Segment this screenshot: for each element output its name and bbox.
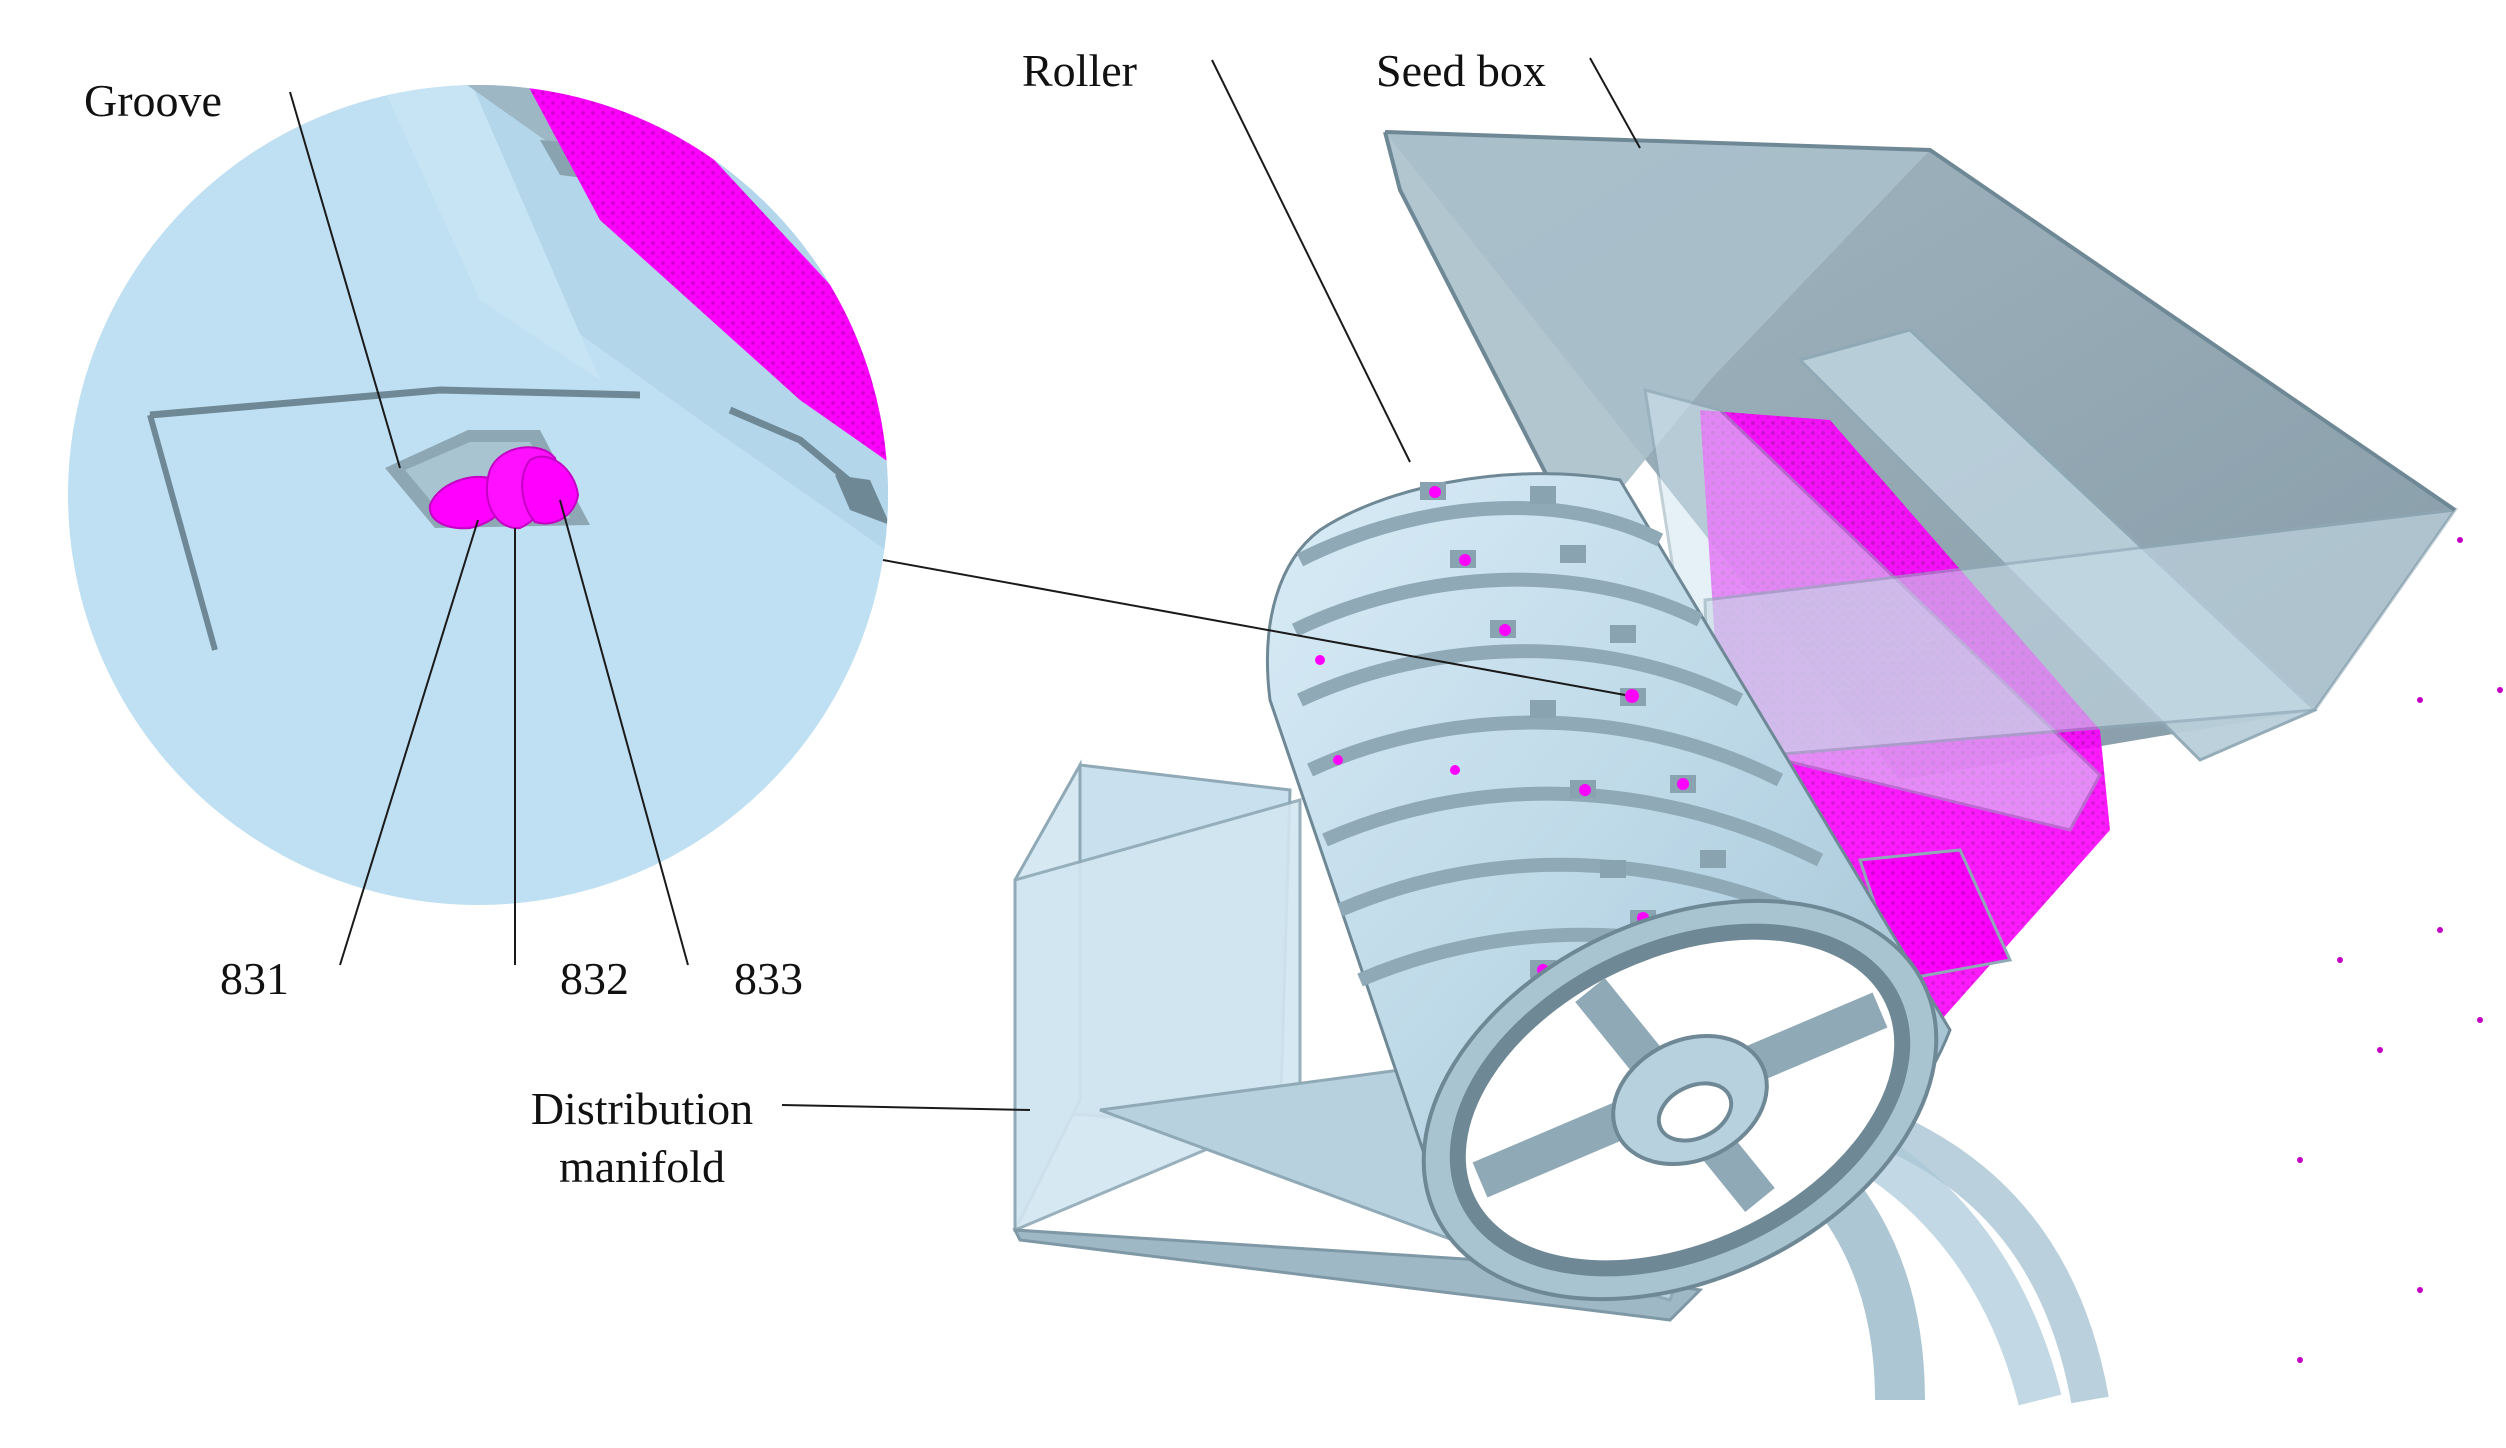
roller-groove [1600,860,1626,878]
label-seed-box: Seed box [1376,45,1546,96]
leader-lines [289,57,1641,1111]
label-roller: Roller [1022,45,1137,96]
label-seed-831: 831 [220,953,289,1004]
groove-seed [1429,486,1441,498]
groove-seed [1499,624,1511,636]
groove-seed [1677,778,1689,790]
stray-seed [2497,687,2503,693]
groove-seed [1450,765,1460,775]
inset-seed-strip [525,85,888,470]
inset-edge-line [728,406,863,493]
inset-edge-line [147,414,218,651]
stray-seed [2417,697,2423,703]
stray-seed [2337,957,2343,963]
stray-seed [2377,1047,2383,1053]
groove-seed [1333,755,1343,765]
seed-box-leader-line [1589,57,1641,149]
stray-seed [2437,927,2443,933]
inset-wall-facet [380,85,600,380]
roller-ring [1296,501,1664,567]
groove-leader-line [289,91,401,469]
roller-groove [1700,850,1726,868]
groove-seed [1459,554,1471,566]
inset-edge-line [149,386,641,419]
groove-seed [1315,655,1325,665]
groove-seed [1625,689,1639,703]
seed-box-edge [1384,130,2457,512]
groove-seed [1579,784,1591,796]
roller-groove [1610,625,1636,643]
scattered-seeds [2297,537,2503,1363]
manifold-floor [1012,1228,1704,1322]
stray-seed [2417,1287,2423,1293]
roller-groove [1530,700,1556,718]
roller-leader-line [1211,59,1411,463]
roller-hub-bore [1656,1081,1734,1143]
inset-small-groove [835,475,888,525]
roller-ring [1322,786,1824,867]
roller-ring [1297,644,1744,707]
roller-groove [1530,486,1556,504]
roller [1266,472,1952,1302]
seed-831-leader-line [339,519,479,966]
roller-ring [1307,715,1784,787]
label-seed-832: 832 [560,953,629,1004]
label-distribution-manifold: Distribution manifold [506,1080,778,1195]
label-distribution-manifold-line2: manifold [558,1140,726,1192]
stray-seed [2297,1157,2303,1163]
manifold-leader-line [781,1104,1031,1111]
stray-seed [2457,537,2463,543]
seed-833-leader-line [559,499,689,966]
label-distribution-manifold-line1: Distribution [530,1083,754,1134]
roller-groove [1560,545,1586,563]
stray-seed [2297,1357,2303,1363]
label-seed-833: 833 [734,953,803,1004]
stray-seed [2477,1017,2483,1023]
roller-ring [1291,572,1704,637]
distribution-manifold [1012,759,1704,1322]
label-groove: Groove [84,75,222,126]
zoom-inset [68,85,888,905]
zoom-connector-line [882,559,1626,696]
seed-box-inner-wall [1385,132,1930,540]
